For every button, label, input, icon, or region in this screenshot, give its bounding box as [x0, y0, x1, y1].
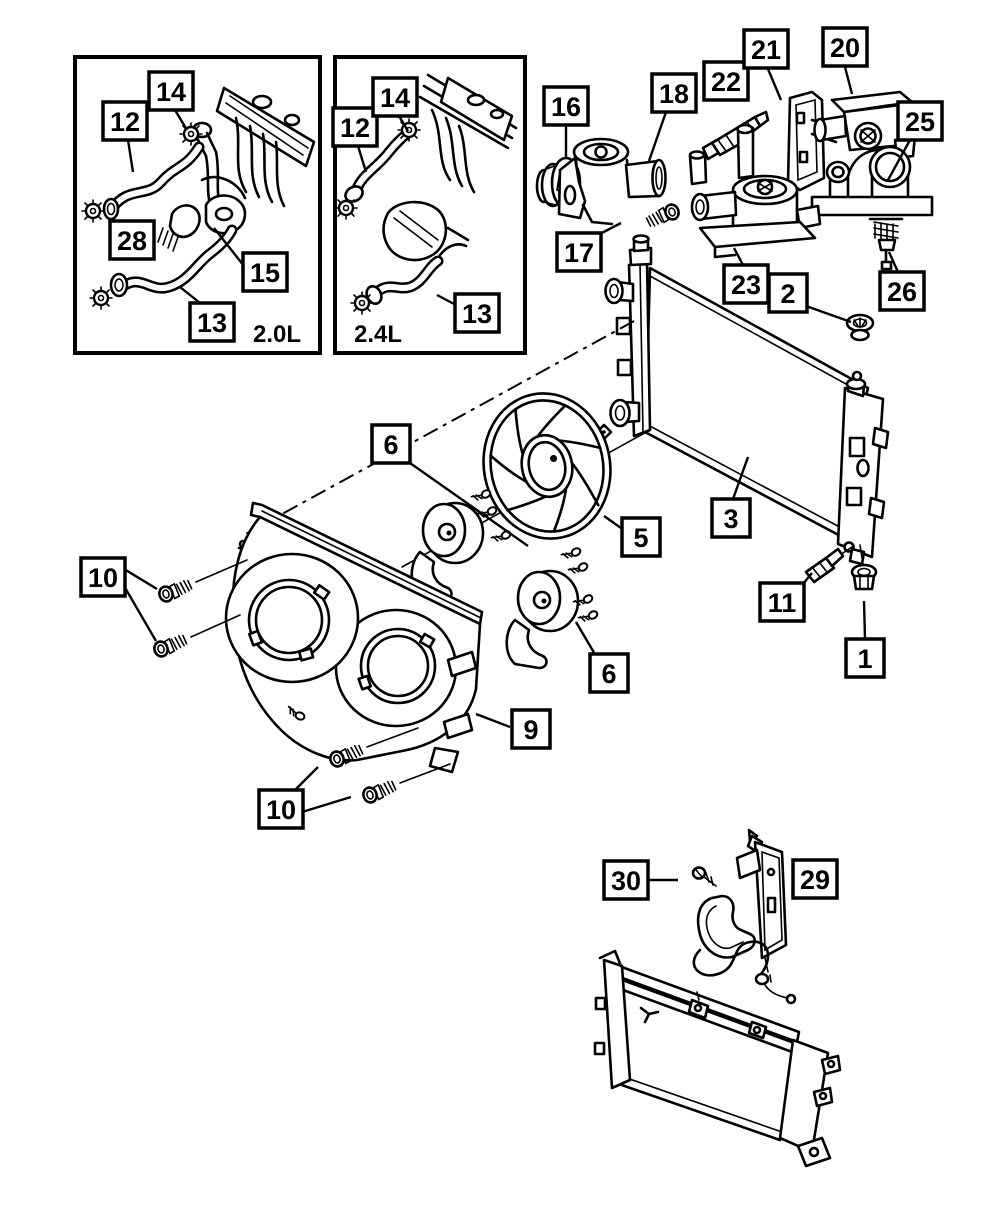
callout-number: 12: [340, 113, 370, 143]
hose-clamp-icon: [88, 285, 114, 311]
callout-number: 10: [88, 563, 118, 593]
hatch-marks: [157, 227, 179, 252]
callout-number: 14: [156, 77, 186, 107]
callout-number: 2: [780, 279, 795, 309]
callout-5[interactable]: 5: [620, 516, 662, 558]
hose-clamp-icon: [333, 195, 359, 221]
callout-number: 28: [117, 226, 147, 256]
callout-number: 22: [711, 67, 741, 97]
alignment-dash-line: [241, 320, 635, 537]
callout-14[interactable]: 14: [147, 70, 195, 112]
callout-20[interactable]: 20: [821, 26, 869, 68]
thermostat-26-illustration: [868, 217, 904, 271]
screws-10-illustration: [151, 559, 451, 806]
callout-number: 13: [197, 308, 227, 338]
callout-28[interactable]: 28: [108, 219, 156, 261]
callout-18[interactable]: 18: [650, 72, 698, 114]
callout-25[interactable]: 25: [896, 100, 944, 142]
engine-variant-label-2.4L: 2.4L: [354, 321, 402, 348]
callout-number: 10: [266, 795, 296, 825]
callout-6[interactable]: 6: [370, 423, 412, 465]
callout-30[interactable]: 30: [602, 859, 650, 901]
hose-clamp-icon: [80, 198, 106, 224]
callout-12[interactable]: 12: [101, 100, 149, 142]
callout-number: 13: [462, 299, 492, 329]
callout-number: 12: [110, 107, 140, 137]
hose-clamp-icon: [349, 290, 375, 316]
engine-2.4L-illustration: [382, 73, 518, 262]
callout-number: 21: [751, 35, 781, 65]
upper-hose-12-2.0L: [102, 141, 205, 221]
callout-number: 20: [830, 33, 860, 63]
grommet-2-illustration: [845, 313, 875, 342]
callout-number: 26: [887, 277, 917, 307]
callout-22[interactable]: 22: [702, 60, 750, 102]
callout-number: 18: [659, 79, 689, 109]
engine-2.0L-illustration: [157, 86, 316, 252]
lower-hose-13-2.0L: [109, 224, 238, 298]
callout-10[interactable]: 10: [257, 788, 305, 830]
callout-number: 9: [523, 715, 538, 745]
fan-motor-6-lower-illustration: [505, 544, 600, 670]
fan-shroud-9-illustration: [224, 501, 484, 774]
hose-clamp-icon: [178, 121, 204, 147]
callout-14[interactable]: 14: [371, 76, 419, 118]
callout-15[interactable]: 15: [241, 251, 289, 293]
water-outlet-25-illustration: [810, 145, 934, 217]
hose-clamp-icon: [396, 117, 422, 143]
callout-3[interactable]: 3: [710, 497, 752, 539]
callout-29[interactable]: 29: [791, 858, 839, 900]
callout-13[interactable]: 13: [188, 301, 236, 343]
callout-number: 5: [633, 523, 648, 553]
thermostat-housing-18-illustration: [557, 137, 667, 226]
lower-radiator-illustration: [593, 940, 842, 1168]
callout-9[interactable]: 9: [510, 708, 552, 750]
callout-1[interactable]: 1: [844, 637, 886, 679]
callout-number: 1: [857, 644, 872, 674]
callout-26[interactable]: 26: [878, 270, 926, 312]
callout-2[interactable]: 2: [767, 272, 809, 314]
callout-17[interactable]: 17: [555, 231, 603, 273]
callout-6[interactable]: 6: [588, 652, 630, 694]
lower-hose-13-2.4L: [365, 255, 444, 305]
callout-23[interactable]: 23: [722, 263, 770, 305]
callout-number: 17: [564, 238, 594, 268]
callout-11[interactable]: 11: [758, 581, 806, 623]
engine-variant-label-2.0L: 2.0L: [253, 321, 301, 348]
callout-number: 29: [800, 865, 830, 895]
callout-13[interactable]: 13: [453, 292, 501, 334]
bolt-17-illustration: [643, 201, 682, 230]
callout-number: 3: [723, 504, 738, 534]
callout-number: 30: [611, 866, 641, 896]
callout-number: 23: [731, 270, 761, 300]
callout-12[interactable]: 12: [331, 106, 379, 148]
callout-number: 25: [905, 107, 935, 137]
housing-23-illustration: [688, 123, 822, 259]
sensor-11-illustration: [804, 546, 853, 584]
bracket-29-illustration: [696, 828, 788, 983]
core-mark: [639, 1006, 660, 1024]
callouts: 12 14 28 15 13 12 14 13 16 18 17 22 21 2…: [79, 26, 944, 901]
callout-16[interactable]: 16: [542, 85, 590, 127]
callout-number: 6: [383, 430, 398, 460]
bracket-21-illustration: [786, 90, 840, 192]
screw-30-illustration: [691, 866, 717, 887]
drain-plug-1-illustration: [850, 544, 878, 591]
callout-10[interactable]: 10: [79, 556, 127, 598]
callout-number: 11: [768, 588, 797, 618]
callout-number: 15: [250, 258, 280, 288]
callout-number: 6: [601, 659, 616, 689]
coolant-sensor-22-illustration: [701, 110, 770, 161]
callout-21[interactable]: 21: [742, 28, 790, 70]
callout-number: 16: [551, 92, 581, 122]
fan-blade-5-illustration: [482, 392, 612, 540]
callout-number: 14: [380, 83, 410, 113]
